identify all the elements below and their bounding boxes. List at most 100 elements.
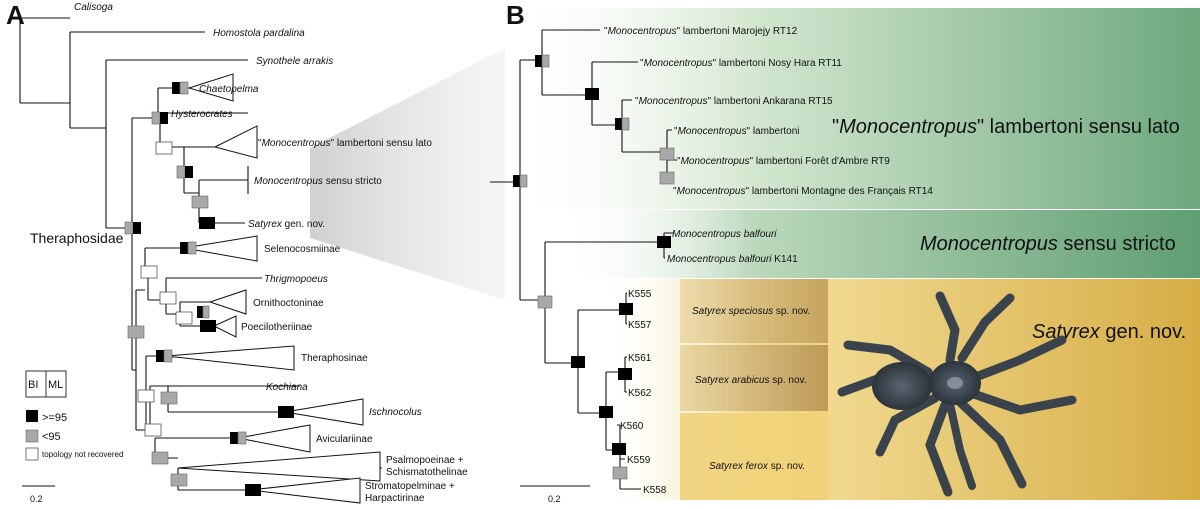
lato-band <box>500 8 1200 209</box>
support-box <box>175 311 193 325</box>
support-box <box>151 451 169 465</box>
taxon-chaetopelma: Chaetopelma <box>199 84 259 95</box>
support-box <box>185 166 193 178</box>
taxon-theraphosinae: Theraphosinae <box>301 353 368 364</box>
support-box <box>191 195 209 209</box>
clade-aviculariinae <box>237 424 311 453</box>
taxon-stromatopelminae-2: Harpactirinae <box>365 493 425 504</box>
panel-b-supports <box>513 54 675 480</box>
support-box <box>187 241 197 255</box>
taxon-aviculariinae: Aviculariinae <box>316 434 373 445</box>
species-arabicus: Satyrex arabicus sp. nov. <box>695 375 807 386</box>
taxon-psalmopoeinae-1: Psalmopoeinae + <box>386 455 464 466</box>
support-box <box>180 242 188 254</box>
support-box <box>155 141 173 155</box>
tarantula-photo <box>837 291 1077 497</box>
legend-ml: ML <box>48 379 63 391</box>
tip-t3: "Monocentropus" lambertoni Ankarana RT15 <box>635 96 833 107</box>
support-box <box>179 81 189 95</box>
support-box <box>127 325 145 339</box>
tip-t2: "Monocentropus" lambertoni Nosy Hara RT1… <box>640 58 842 69</box>
panel-b-backgrounds <box>500 8 1200 500</box>
clade-stromatopelminae <box>249 477 361 504</box>
support-box <box>144 423 162 437</box>
clade-mono-lato <box>213 125 258 159</box>
support-box <box>237 431 247 445</box>
clade-chaetopelma <box>187 73 234 102</box>
zoom-connector <box>310 48 505 300</box>
support-box <box>137 389 155 403</box>
panel-b-letter: B <box>506 0 525 30</box>
panel-a-letter: A <box>6 0 25 30</box>
tip-k560: K560 <box>620 421 644 432</box>
scale-label-b: 0.2 <box>548 494 561 504</box>
tip-k562: K562 <box>628 388 652 399</box>
support-box <box>278 406 294 418</box>
group-stricto: Monocentropus sensu stricto <box>920 233 1176 255</box>
taxon-mono-stricto: Monocentropus sensu stricto <box>254 176 382 187</box>
legend-bi: BI <box>28 379 38 391</box>
arabicus-band <box>680 345 828 411</box>
support-box <box>124 221 134 235</box>
tip-k559: K559 <box>627 455 651 466</box>
support-box <box>197 306 203 318</box>
support-box <box>160 112 168 124</box>
taxon-poecilotheriinae: Poecilotheriinae <box>241 322 313 333</box>
group-lato: "Monocentropus" lambertoni sensu lato <box>832 116 1180 138</box>
tip-t6: "Monocentropus" lambertoni Montagne des … <box>673 186 933 197</box>
legend-swatch-high <box>26 410 38 422</box>
support-box <box>159 291 177 305</box>
taxon-homostola: Homostola pardalina <box>213 28 305 39</box>
taxon-ischnocolus: Ischnocolus <box>369 407 422 418</box>
taxon-thrigmopoeus: Thrigmopoeus <box>264 274 328 285</box>
support-box <box>172 82 180 94</box>
scale-label-a: 0.2 <box>30 494 43 504</box>
tip-b1: Monocentropus balfouri <box>672 229 777 240</box>
taxon-ornithoctoninae: Ornithoctoninae <box>253 298 324 309</box>
tip-k557: K557 <box>628 320 652 331</box>
taxon-synothele: Synothele arrakis <box>256 56 333 67</box>
support-box <box>230 432 238 444</box>
legend-high: >=95 <box>42 412 67 424</box>
legend-swatch-low <box>25 429 39 443</box>
panel-a-tree <box>19 17 382 504</box>
family-label: Theraphosidae <box>30 230 124 246</box>
legend-swatch-none <box>25 447 39 461</box>
support-box <box>200 320 216 332</box>
species-ferox: Satyrex ferox sp. nov. <box>709 461 805 472</box>
tip-b2: Monocentropus balfouri K141 <box>667 254 798 265</box>
tip-t5: "Monocentropus" lambertoni Forêt d'Ambre… <box>677 156 890 167</box>
group-satyrex: Satyrex gen. nov. <box>1032 321 1186 343</box>
clade-ornithoctoninae <box>208 289 247 315</box>
tip-t4: "Monocentropus" lambertoni <box>674 126 800 137</box>
support-box <box>133 222 141 234</box>
legend-low: <95 <box>42 431 61 443</box>
tip-k555: K555 <box>628 289 652 300</box>
taxon-kochiana: Kochiana <box>266 382 308 393</box>
support-box <box>176 165 186 179</box>
taxon-mono-lato: "Monocentropus" lambertoni sensu lato <box>258 138 432 149</box>
support-box <box>140 265 158 279</box>
clade-theraphosinae <box>165 345 295 371</box>
taxon-stromatopelminae-1: Stromatopelminae + <box>365 481 455 492</box>
clade-selenocosmiinae <box>183 235 258 262</box>
support-box <box>160 391 178 405</box>
taxon-satyrex: Satyrex gen. nov. <box>248 219 325 230</box>
species-speciosus: Satyrex speciosus sp. nov. <box>692 306 810 317</box>
support-box <box>163 349 173 363</box>
taxon-hysterocrates: Hysterocrates <box>171 109 233 120</box>
ferox-band <box>680 413 828 500</box>
taxon-selenocosmiinae: Selenocosmiinae <box>264 244 341 255</box>
support-box <box>202 305 210 319</box>
clade-ischnocolus <box>284 398 364 426</box>
support-box <box>151 111 161 125</box>
support-legend: BI ML >=95 <95 topology not recovered <box>25 370 123 461</box>
taxon-psalmopoeinae-2: Schismatothelinae <box>386 467 468 478</box>
speciosus-band <box>680 279 828 343</box>
tip-k558: K558 <box>643 485 667 496</box>
tip-t1: "Monocentropus" lambertoni Marojejy RT12 <box>604 26 798 37</box>
tip-k561: K561 <box>628 353 652 364</box>
support-box <box>156 350 164 362</box>
taxon-calisoga: Calisoga <box>74 2 113 13</box>
